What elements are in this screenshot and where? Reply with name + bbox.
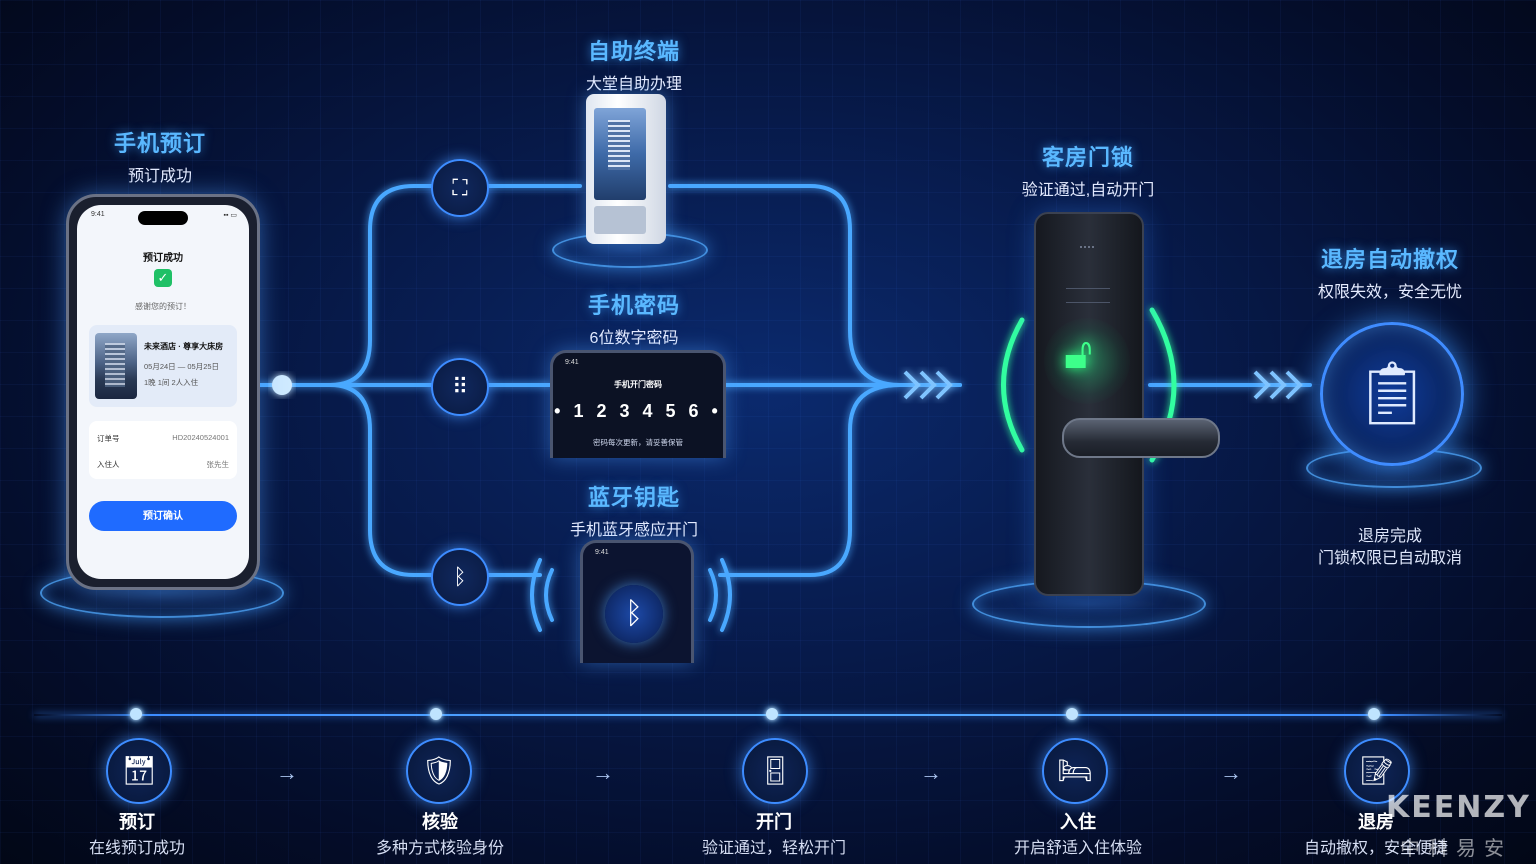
phone-notch — [138, 211, 188, 225]
stage-title: 自助终端 — [587, 39, 681, 64]
checkout-desc-line2: 门锁权限已自动取消 — [1317, 550, 1463, 567]
arrow-right-icon: → — [1220, 760, 1242, 785]
step-sub-verify: 多种方式核验身份 — [375, 840, 505, 857]
shield-check-icon: 🛡︎ — [406, 738, 472, 804]
lock-line — [1066, 302, 1110, 303]
guest-row: 入住人 张先生 — [97, 459, 229, 470]
origin-node — [272, 375, 292, 395]
order-row: 订单号 HD20240524001 — [97, 433, 229, 444]
step-sub-open: 验证通过，轻松开门 — [701, 840, 847, 857]
signal-arc-left — [1001, 317, 1025, 453]
title-checkout: 退房自动撤权 权限失效，安全无忧 — [1318, 242, 1462, 302]
checklist-icon: 📝︎ — [1344, 738, 1410, 804]
clipboard-shield-icon: 📋︎ — [1352, 359, 1432, 428]
stage-subtitle: 手机蓝牙感应开门 — [569, 522, 699, 539]
hotel-card[interactable]: 未来酒店 · 尊享大床房 05月24日 — 05月25日 1晚 1间 2人入住 — [89, 325, 237, 407]
stage-subtitle: 预订成功 — [127, 168, 193, 185]
stage-title: 手机预订 — [113, 131, 207, 156]
timeline-dot — [430, 708, 442, 720]
status-time: 9:41 — [91, 211, 105, 218]
calendar-icon: 📅︎ — [106, 738, 172, 804]
door-handle — [1062, 418, 1220, 458]
title-bluetooth: 蓝牙钥匙 手机蓝牙感应开门 — [570, 480, 698, 540]
bed-icon: 🛏︎ — [1042, 738, 1108, 804]
pin-phone: 9:41 手机开门密码 • 1 2 3 4 5 6 • 密码每次更新，请妥善保管 — [550, 350, 726, 458]
order-info-card: 订单号 HD20240524001 入住人 张先生 — [89, 421, 237, 479]
stage-subtitle: 权限失效，安全无忧 — [1317, 284, 1463, 301]
order-value: HD20240524001 — [172, 433, 229, 442]
hotel-name: 未来酒店 · 尊享大床房 — [144, 342, 224, 351]
bluetooth-key-icon[interactable]: ᛒ — [605, 585, 663, 643]
stage-title: 客房门锁 — [1041, 145, 1135, 170]
stage-title: 蓝牙钥匙 — [587, 485, 681, 510]
step-sub-book: 在线预订成功 — [88, 840, 186, 857]
guest-label: 入住人 — [97, 460, 120, 469]
booking-phone: 9:41 ▪▪ ▭ 预订成功 ✓ 感谢您的预订！ 未来酒店 · 尊享大床房 05… — [66, 194, 260, 590]
checkout-desc: 退房完成 门锁权限已自动取消 — [1318, 526, 1462, 570]
room-info: 1晚 1间 2人入住 — [144, 378, 199, 387]
title-phone-booking: 手机预订 预订成功 — [114, 126, 206, 186]
line-from-bt — [718, 383, 902, 577]
timeline-dot — [1066, 708, 1078, 720]
guest-value: 张先生 — [206, 460, 230, 469]
step-label-checkin: 入住 — [1060, 812, 1096, 832]
self-service-kiosk — [586, 94, 666, 244]
checkout-desc-line1: 退房完成 — [1357, 528, 1423, 545]
timeline-dot — [766, 708, 778, 720]
title-door-lock: 客房门锁 验证通过,自动开门 — [1022, 140, 1154, 200]
status-time: 9:41 — [595, 549, 609, 556]
stage-subtitle: 验证通过,自动开门 — [1021, 182, 1155, 199]
success-check-icon: ✓ — [154, 269, 172, 287]
timeline-dot — [130, 708, 142, 720]
line-from-kiosk — [668, 184, 962, 387]
step-label-book: 预订 — [119, 812, 155, 832]
checkout-revoke-badge: 📋︎ — [1320, 322, 1464, 466]
unlock-icon: 🔓︎ — [1064, 329, 1093, 378]
face-scan-icon: ⛶ — [431, 159, 489, 217]
title-phone-pin: 手机密码 6位数字密码 — [588, 288, 680, 348]
pin-title: 手机开门密码 — [614, 380, 662, 389]
kiosk-screen — [594, 108, 646, 200]
pin-note: 密码每次更新，请妥善保管 — [593, 438, 683, 447]
order-label: 订单号 — [97, 434, 120, 443]
unlock-glow — [1044, 318, 1130, 404]
brand-cn: 中科易安 — [1400, 838, 1512, 860]
booking-thanks: 感谢您的预订！ — [135, 302, 191, 311]
kiosk-base — [594, 206, 646, 234]
bluetooth-phone: 9:41 ᛒ — [580, 540, 694, 663]
pin-code: • 1 2 3 4 5 6 • — [554, 401, 722, 421]
line-to-bt — [328, 383, 542, 577]
arrow-right-icon: → — [920, 760, 942, 785]
hotel-image — [95, 333, 137, 399]
door-icon: 🚪︎ — [742, 738, 808, 804]
bluetooth-icon: ᛒ — [431, 548, 489, 606]
lock-line — [1066, 288, 1110, 289]
stage-subtitle: 大堂自助办理 — [585, 76, 683, 93]
confirm-booking-button[interactable]: 预订确认 — [89, 501, 237, 531]
status-time: 9:41 — [565, 359, 579, 366]
timeline-dot — [1368, 708, 1380, 720]
stage-title: 退房自动撤权 — [1320, 247, 1460, 272]
step-sub-checkout: 自动撤权，安全便捷 — [1303, 840, 1449, 857]
booking-phone-screen: 9:41 ▪▪ ▭ 预订成功 ✓ 感谢您的预订！ 未来酒店 · 尊享大床房 05… — [77, 205, 249, 579]
booking-success-title: 预订成功 — [143, 253, 183, 264]
stay-dates: 05月24日 — 05月25日 — [144, 362, 220, 371]
arrow-right-icon: → — [592, 760, 614, 785]
signal-battery-icon: ▪▪ ▭ — [223, 212, 237, 219]
step-label-open: 开门 — [756, 812, 792, 832]
arrow-right-icon: → — [276, 760, 298, 785]
step-sub-checkin: 开启舒适入住体验 — [1013, 840, 1143, 857]
stage-title: 手机密码 — [587, 293, 681, 318]
stage-subtitle: 6位数字密码 — [589, 330, 679, 347]
keypad-icon: ⠿ — [431, 358, 489, 416]
door-lock: 🔓︎ — [1034, 212, 1144, 596]
brand-logo: KEENZY — [1386, 790, 1531, 825]
step-label-checkout: 退房 — [1358, 812, 1394, 832]
step-label-verify: 核验 — [422, 812, 458, 832]
line-to-kiosk — [256, 184, 582, 387]
title-kiosk: 自助终端 大堂自助办理 — [586, 34, 682, 94]
lock-sensor — [1080, 246, 1094, 252]
